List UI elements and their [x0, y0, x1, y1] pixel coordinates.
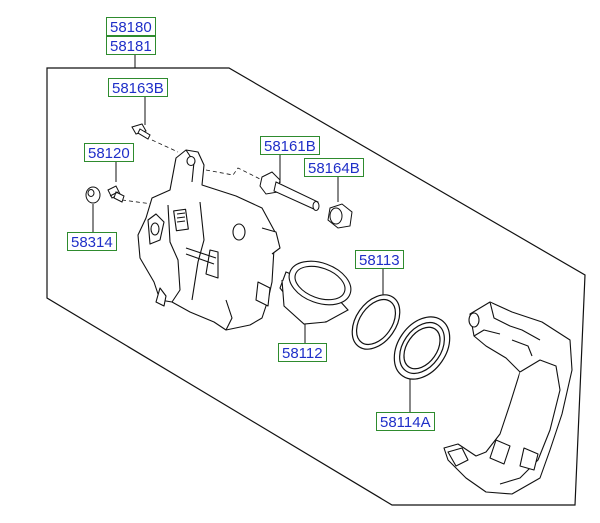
part-label-58120[interactable]: 58120	[84, 143, 134, 162]
piston-boot-part	[393, 316, 451, 380]
caliper-body-part	[137, 149, 281, 331]
part-label-58113[interactable]: 58113	[355, 250, 404, 269]
dash-bolt-axis	[151, 139, 179, 153]
part-label-58164b[interactable]: 58164B	[304, 158, 364, 177]
part-label-58112[interactable]: 58112	[278, 343, 327, 362]
part-label-58180[interactable]: 58180	[106, 17, 156, 36]
part-label-58163b[interactable]: 58163B	[108, 78, 168, 97]
part-label-58181[interactable]: 58181	[106, 36, 156, 55]
part-label-58314[interactable]: 58314	[67, 232, 117, 251]
part-label-58161b[interactable]: 58161B	[260, 136, 320, 155]
bleeder-cap-part	[85, 186, 101, 204]
guide-rod-part	[259, 171, 320, 211]
piston-seal-part	[351, 294, 401, 350]
rod-boot-part	[327, 203, 353, 229]
bleeder-screw-part	[107, 185, 125, 203]
piston-part	[279, 260, 352, 325]
assembly-outline	[46, 67, 586, 506]
part-label-58114a[interactable]: 58114A	[376, 412, 435, 431]
caliper-bracket-part	[443, 301, 573, 495]
guide-bolt-part	[131, 123, 151, 140]
dash-rod-axis	[205, 167, 263, 181]
